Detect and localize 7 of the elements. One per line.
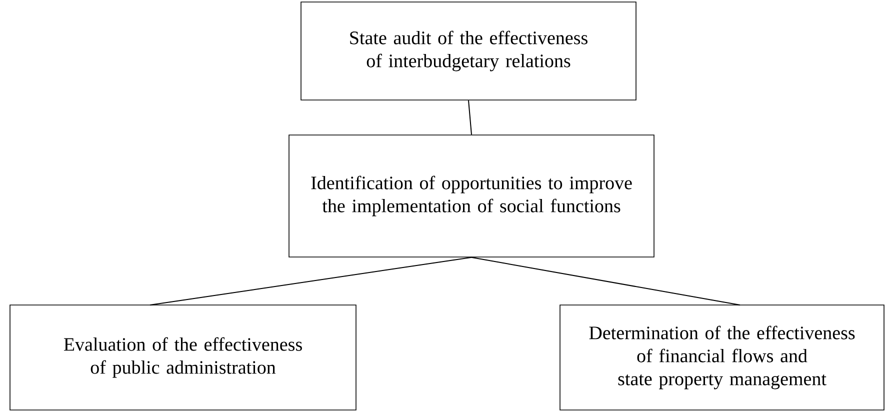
connector-line <box>150 256 472 306</box>
connector-line <box>471 256 741 306</box>
process-box: Evaluation of the effectiveness of public administration <box>10 304 356 410</box>
process-box: State audit of the effectiveness of interbudgetary relations <box>300 2 636 100</box>
process-box: Identification of opportunities to improve the implementation of social functions <box>288 134 654 258</box>
connector-line <box>468 100 472 136</box>
process-box: Determination of the effectiveness of financial flows and state property management <box>560 304 884 410</box>
